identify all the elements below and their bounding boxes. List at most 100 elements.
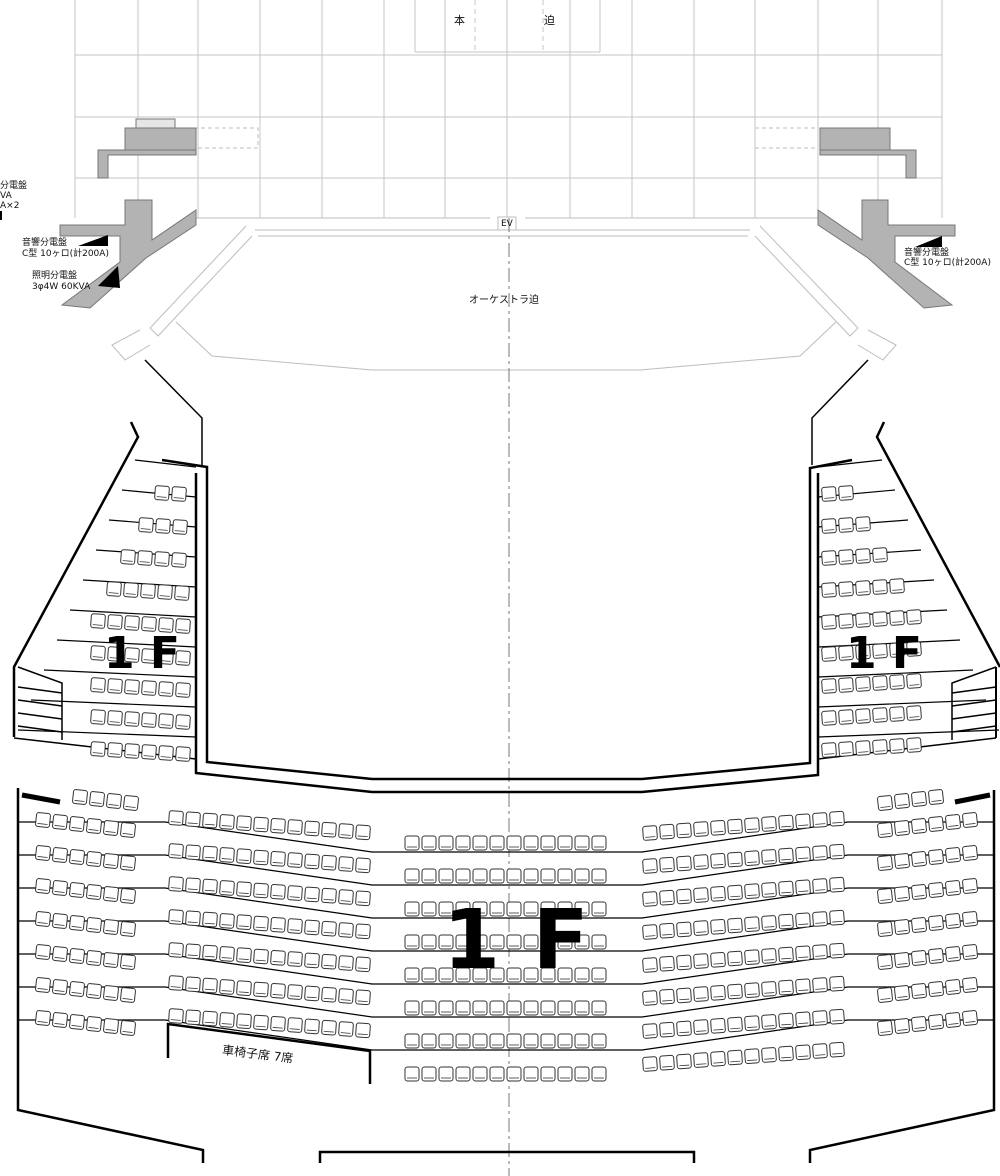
main-lift-label-1: 本 <box>454 14 465 27</box>
seat <box>103 919 119 935</box>
left-cut-marker <box>0 211 2 220</box>
seat <box>404 835 420 851</box>
seat <box>829 1008 845 1025</box>
seat <box>124 711 140 727</box>
orchestra-lift-outline <box>111 127 897 371</box>
seat <box>659 955 675 972</box>
seat <box>236 881 252 898</box>
seat <box>421 868 437 884</box>
seat <box>877 888 893 904</box>
seat <box>157 584 173 600</box>
seat <box>962 911 978 927</box>
seat <box>107 646 123 662</box>
seat <box>778 979 794 996</box>
seat <box>455 934 471 950</box>
seat <box>557 868 573 884</box>
seat <box>574 934 590 950</box>
seat <box>52 814 68 830</box>
seat <box>355 824 371 841</box>
seat <box>185 910 201 927</box>
seat <box>962 845 978 861</box>
seat <box>185 877 201 894</box>
row-line <box>69 609 197 618</box>
seat <box>778 814 794 831</box>
seat <box>86 884 102 900</box>
seat <box>52 913 68 929</box>
seat <box>945 946 961 962</box>
seat <box>140 583 156 599</box>
seat <box>168 975 184 991</box>
seat <box>52 847 68 863</box>
row-line <box>18 986 994 1018</box>
seat <box>693 986 709 1002</box>
seat <box>889 706 905 722</box>
seat <box>838 709 854 725</box>
seat <box>795 945 811 962</box>
seat <box>304 919 320 936</box>
seat <box>642 924 658 940</box>
seat <box>52 979 68 995</box>
seat <box>69 882 85 898</box>
seat <box>103 853 119 869</box>
seat <box>945 979 961 995</box>
seat <box>591 934 607 950</box>
seat <box>86 851 102 867</box>
seat <box>778 946 794 963</box>
seat <box>202 1010 218 1027</box>
seat <box>829 843 845 860</box>
ev-label: EV <box>501 219 513 229</box>
left-cut-label-1: 分電盤 <box>0 181 28 191</box>
seat <box>506 1066 522 1082</box>
seat <box>35 812 51 828</box>
seat <box>506 967 522 983</box>
seat <box>812 911 828 927</box>
seat <box>270 916 286 933</box>
seat <box>761 816 777 832</box>
seat <box>438 1033 454 1049</box>
seat <box>710 1017 726 1034</box>
seat <box>710 852 726 869</box>
seat <box>90 677 106 693</box>
seat <box>727 851 743 868</box>
seat <box>591 1033 607 1049</box>
seat <box>404 1000 420 1016</box>
seat <box>168 810 184 826</box>
seat <box>168 1008 184 1024</box>
seat <box>472 835 488 851</box>
seat <box>321 1019 337 1036</box>
seat <box>270 883 286 900</box>
seat <box>540 934 556 950</box>
seat <box>928 948 944 964</box>
seat <box>727 917 743 934</box>
seat <box>287 819 303 835</box>
seat <box>945 814 961 830</box>
seat <box>962 977 978 993</box>
stage-grid <box>74 0 943 218</box>
seat <box>90 741 106 757</box>
seat <box>35 977 51 993</box>
seat <box>855 740 871 756</box>
seat <box>219 946 235 962</box>
seat <box>270 850 286 867</box>
seat <box>838 677 854 693</box>
seat <box>175 650 191 666</box>
seat <box>202 911 218 928</box>
seat <box>107 742 123 758</box>
seat <box>421 967 437 983</box>
seat <box>141 680 157 696</box>
seat <box>120 855 136 871</box>
seat <box>304 985 320 1002</box>
seat <box>404 1033 420 1049</box>
seat <box>338 988 354 1004</box>
seat <box>795 813 811 830</box>
seat <box>154 485 170 501</box>
seat <box>404 868 420 884</box>
seat <box>86 1016 102 1032</box>
seat <box>557 1033 573 1049</box>
left-audio-panel-title: 音響分電盤 <box>22 238 68 248</box>
seat <box>69 948 85 964</box>
seat <box>642 990 658 1006</box>
seat <box>693 1052 709 1068</box>
seat <box>141 712 157 728</box>
